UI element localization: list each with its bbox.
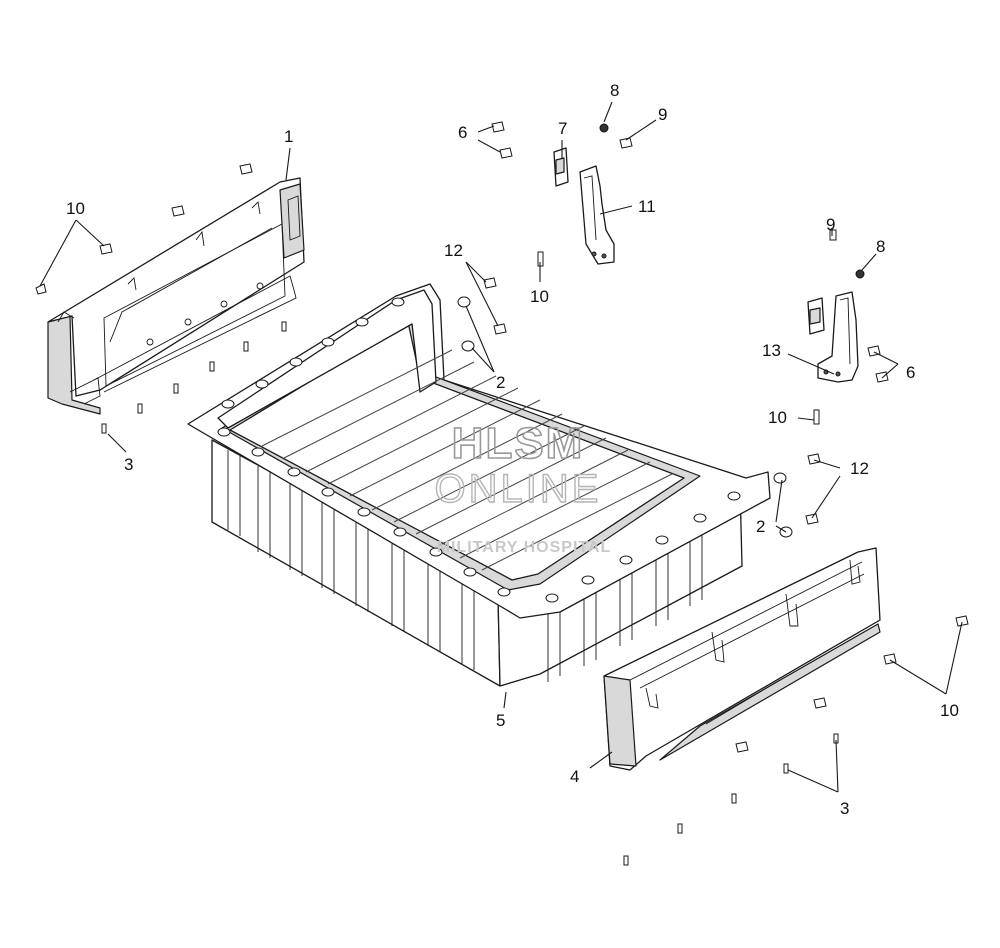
callout-3b: 3 xyxy=(840,799,849,818)
callout-9b: 9 xyxy=(826,215,835,234)
callout-labels: 1 2 2 3 3 4 5 6 6 7 8 8 9 9 10 10 10 10 … xyxy=(66,81,959,818)
callout-5: 5 xyxy=(496,711,505,730)
callout-1: 1 xyxy=(284,127,293,146)
clip-7 xyxy=(553,147,569,187)
cargo-floor-slats xyxy=(261,349,673,571)
callout-10b: 10 xyxy=(530,287,549,306)
bracket-11 xyxy=(579,165,615,265)
callout-3a: 3 xyxy=(124,455,133,474)
cargo-box-right-legs xyxy=(547,530,703,682)
cargo-box xyxy=(187,283,771,687)
callout-4: 4 xyxy=(570,767,579,786)
callout-11: 11 xyxy=(638,197,656,216)
watermark-line2: ONLINE xyxy=(435,467,602,511)
callout-6a: 6 xyxy=(458,123,467,142)
fasteners xyxy=(35,121,969,866)
watermark-line3: MILITARY HOSPITAL xyxy=(437,539,612,556)
cargo-rim-rings xyxy=(217,297,741,603)
callout-6b: 6 xyxy=(906,363,915,382)
left-side-panel xyxy=(47,177,305,415)
callout-9a: 9 xyxy=(658,105,667,124)
callout-10d: 10 xyxy=(940,701,959,720)
watermark: HLSM ONLINE MILITARY HOSPITAL xyxy=(434,418,612,556)
right-side-panel xyxy=(603,547,881,771)
cargo-box-legs xyxy=(227,450,475,670)
callout-2a: 2 xyxy=(496,373,505,392)
callout-10c: 10 xyxy=(768,408,787,427)
callout-12b: 12 xyxy=(850,459,869,478)
callout-8a: 8 xyxy=(610,81,619,100)
callout-7: 7 xyxy=(558,119,567,138)
leader-lines xyxy=(39,101,963,793)
bracket-13 xyxy=(807,291,859,383)
callout-10a: 10 xyxy=(66,199,85,218)
callout-13: 13 xyxy=(762,341,781,360)
callout-8b: 8 xyxy=(876,237,885,256)
watermark-line1: HLSM xyxy=(452,419,585,468)
callout-2b: 2 xyxy=(756,517,765,536)
callout-12a: 12 xyxy=(444,241,463,260)
